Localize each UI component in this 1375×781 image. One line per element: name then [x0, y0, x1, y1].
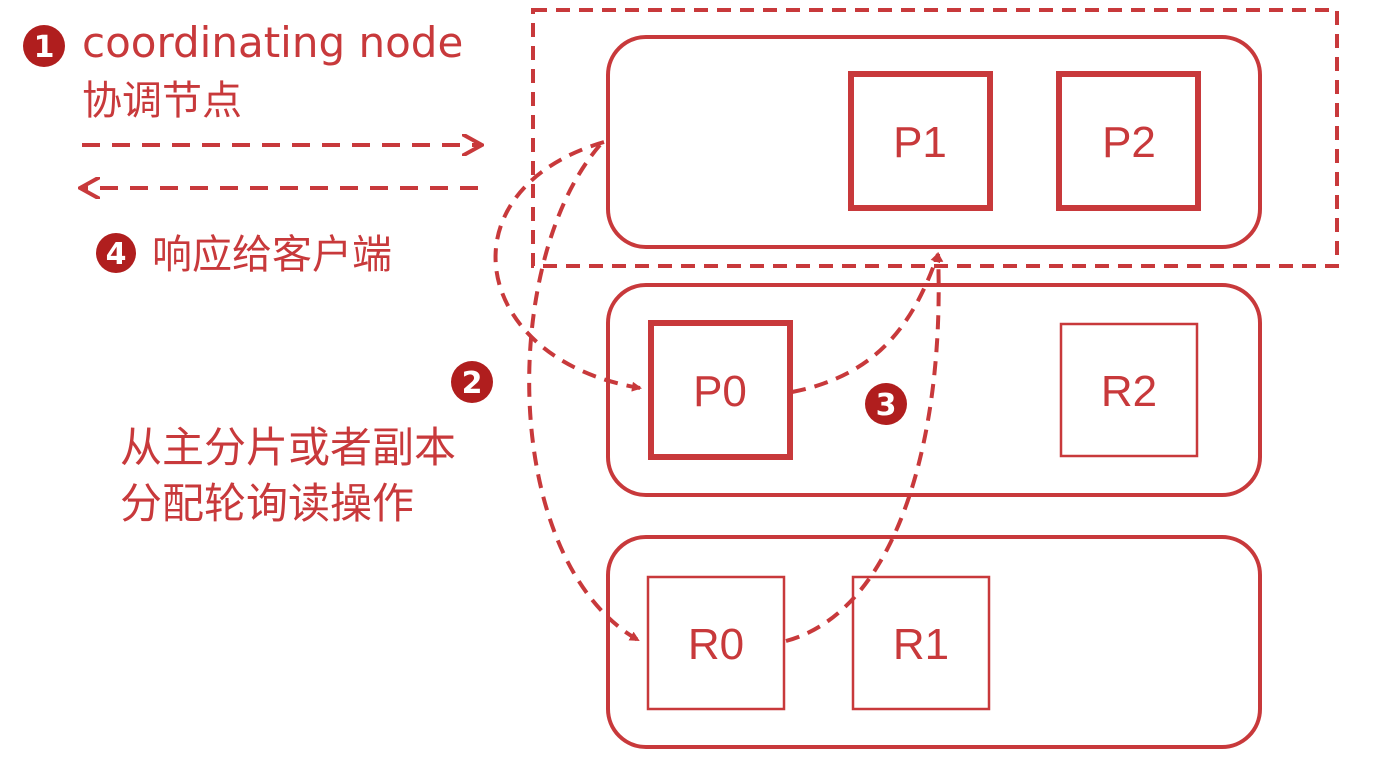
node-2: P0 R2: [606, 283, 1262, 497]
node-3-box: [606, 535, 1262, 749]
step-1-label-en: coordinating node: [82, 18, 463, 67]
step-3-number: 3: [876, 388, 897, 423]
step-2-group: 2 从主分片或者副本 分配轮询读操作: [120, 361, 493, 528]
r0-return-arrow: [785, 252, 944, 643]
node-3: R0 R1: [606, 535, 1262, 749]
node-1: P1 P2: [606, 35, 1262, 249]
shard-r1: R1: [851, 575, 991, 711]
shard-p0: P0: [648, 320, 793, 460]
shard-p2: P2: [1056, 71, 1201, 211]
step-4-number: 4: [106, 237, 127, 272]
step-2-badge: [451, 361, 493, 403]
shard-r2: R2: [1059, 322, 1199, 458]
step-3-badge: [865, 383, 907, 425]
shard-r0-label: R0: [688, 620, 744, 669]
step-2-line-1: 从主分片或者副本: [120, 423, 456, 472]
route-to-r0-arrow: [527, 143, 640, 642]
shard-r2-label: R2: [1101, 367, 1157, 416]
shard-p2-label: P2: [1102, 118, 1156, 167]
step-1-label-zh: 协调节点: [82, 78, 242, 124]
step-4-label: 响应给客户端: [152, 232, 392, 278]
shard-r1-label: R1: [893, 620, 949, 669]
shard-p0-label: P0: [693, 367, 747, 416]
shard-r0: R0: [646, 575, 786, 711]
step-2-number: 2: [462, 366, 483, 401]
step-1-badge: [23, 25, 65, 67]
step-4-group: 4 响应给客户端: [96, 232, 392, 278]
coordinating-node-highlight: [531, 8, 1339, 268]
node-1-box: [606, 35, 1262, 249]
shard-p1: P1: [848, 71, 993, 211]
step-1-number: 1: [34, 30, 55, 65]
step-2-line-2: 分配轮询读操作: [120, 479, 414, 528]
step-4-badge: [96, 233, 136, 273]
step-3-group: 3: [865, 383, 907, 425]
shard-p1-label: P1: [893, 118, 947, 167]
route-to-p0-arrow: [493, 140, 642, 392]
node-2-box: [606, 283, 1262, 497]
step-1-group: 1 coordinating node 协调节点: [23, 18, 463, 124]
p0-return-arrow: [791, 252, 941, 394]
